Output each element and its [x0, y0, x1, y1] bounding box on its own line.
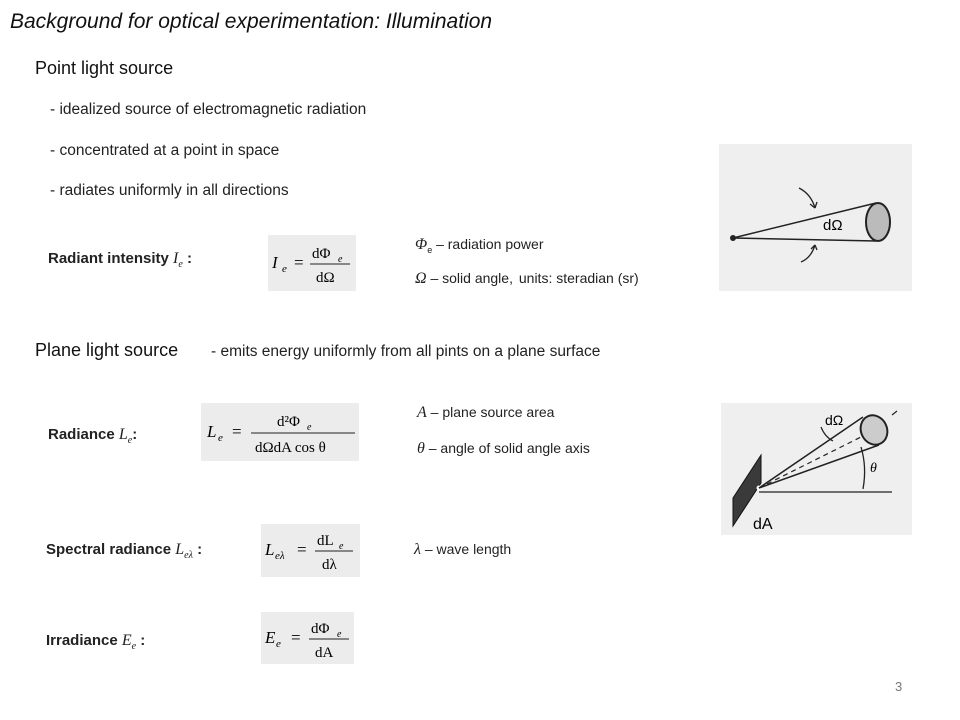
solid-angle-note: Ω – solid angle, units: steradian (sr) — [415, 270, 639, 287]
irradiance-formula: E e = dΦ e dA — [261, 612, 354, 664]
svg-text:=: = — [297, 540, 307, 559]
radiance-formula: L e = d²Φ e dΩdA cos θ — [201, 403, 359, 461]
svg-text:L: L — [264, 540, 274, 559]
point-source-heading: Point light source — [35, 58, 174, 78]
axis-angle-note: θ – angle of solid angle axis — [417, 440, 590, 457]
svg-text:e: e — [276, 638, 281, 650]
svg-text:dλ: dλ — [322, 557, 338, 573]
svg-text:e: e — [307, 422, 312, 433]
svg-text:dA: dA — [315, 645, 334, 661]
svg-text:e: e — [337, 629, 342, 640]
plane-source-heading: Plane light source — [35, 340, 179, 360]
svg-text:dA: dA — [753, 516, 773, 533]
svg-text:e: e — [339, 541, 344, 552]
svg-text:dΦ: dΦ — [311, 621, 330, 637]
svg-text:dΩ: dΩ — [825, 412, 843, 428]
radiation-power-note: Φe – radiation power — [415, 236, 544, 255]
point-bullet-1: - idealized source of electromagnetic ra… — [50, 101, 367, 118]
spectral-radiance-formula: L eλ = dL e dλ — [261, 524, 360, 577]
svg-text:dΦ: dΦ — [312, 246, 331, 262]
svg-text:dΩdA cos θ: dΩdA cos θ — [255, 440, 326, 456]
point-source-figure: dΩ — [719, 144, 912, 291]
svg-text:d²Φ: d²Φ — [277, 414, 300, 430]
plane-source-description: - emits energy uniformly from all pints … — [211, 343, 601, 360]
svg-text:I: I — [271, 253, 279, 272]
svg-text:=: = — [291, 628, 301, 647]
irradiance-label: Irradiance Ee : — [46, 632, 146, 653]
svg-text:eλ: eλ — [275, 550, 285, 562]
slide-title: Background for optical experimentation: … — [10, 10, 493, 33]
spectral-radiance-label: Spectral radiance Leλ : — [46, 541, 203, 562]
radiance-label: Radiance Le: — [48, 426, 138, 447]
svg-text:θ: θ — [870, 461, 877, 476]
wavelength-note: λ – wave length — [414, 541, 512, 558]
svg-text:E: E — [264, 628, 276, 647]
point-bullet-2: - concentrated at a point in space — [50, 142, 280, 159]
plane-area-note: A – plane source area — [417, 404, 555, 421]
page-number: 3 — [895, 679, 903, 694]
svg-text:e: e — [338, 254, 343, 265]
svg-text:dΩ: dΩ — [316, 270, 335, 286]
svg-text:=: = — [232, 422, 242, 441]
svg-text:L: L — [206, 422, 216, 441]
svg-text:e: e — [218, 432, 223, 444]
radiant-intensity-formula: I e = dΦ e dΩ — [268, 235, 356, 291]
radiant-intensity-label: Radiant intensity Ie : — [48, 250, 192, 271]
point-bullet-3: - radiates uniformly in all directions — [50, 182, 289, 199]
svg-text:dΩ: dΩ — [823, 217, 843, 234]
plane-source-figure: θ dΩ dA — [721, 403, 912, 535]
svg-text:e: e — [282, 263, 287, 275]
svg-text:dL: dL — [317, 533, 334, 549]
svg-text:=: = — [294, 253, 304, 272]
